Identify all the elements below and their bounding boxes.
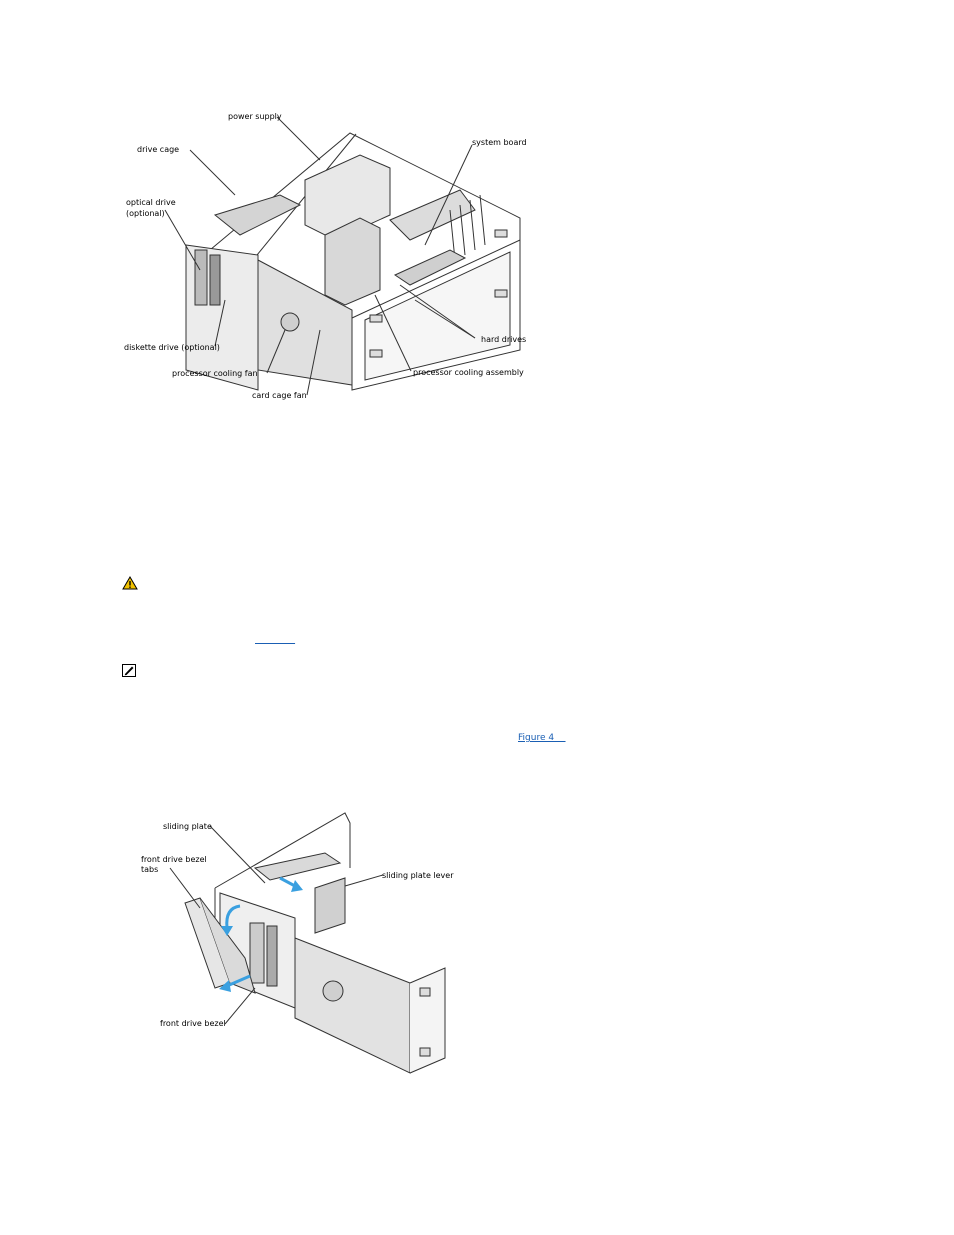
system-interior-illustration	[164, 116, 521, 396]
label-system-board: system board	[472, 138, 527, 147]
label-hard-drives: hard drives	[481, 335, 527, 344]
label-front-drive-bezel-tabs-line1: front drive bezel	[141, 855, 207, 864]
label-sliding-plate-lever: sliding plate lever	[382, 871, 454, 880]
label-drive-cage: drive cage	[137, 145, 180, 154]
label-power-supply: power supply	[228, 112, 282, 121]
label-optical-drive: optical drive	[126, 198, 176, 207]
label-optical-drive-optional: (optional)	[126, 209, 165, 218]
label-diskette-drive: diskette drive (optional)	[124, 343, 220, 352]
caution-triangle-icon	[122, 576, 138, 590]
reference-link[interactable]	[255, 635, 295, 645]
front-drive-bezel-illustration	[169, 812, 446, 1074]
figure-front-drive-bezel: sliding plate front drive bezel tabs sli…	[141, 808, 455, 1078]
label-processor-cooling-assembly: processor cooling assembly	[413, 368, 524, 377]
figure-4-link[interactable]: Figure 4	[518, 733, 566, 743]
label-processor-cooling-fan: processor cooling fan	[172, 369, 258, 378]
label-sliding-plate: sliding plate	[163, 822, 212, 831]
label-front-drive-bezel-tabs-line2: tabs	[141, 865, 159, 874]
note-pencil-icon	[122, 664, 136, 677]
label-front-drive-bezel: front drive bezel	[160, 1019, 226, 1028]
figure-system-interior: power supply drive cage system board opt…	[120, 100, 540, 405]
label-card-cage-fan: card cage fan	[252, 391, 307, 400]
